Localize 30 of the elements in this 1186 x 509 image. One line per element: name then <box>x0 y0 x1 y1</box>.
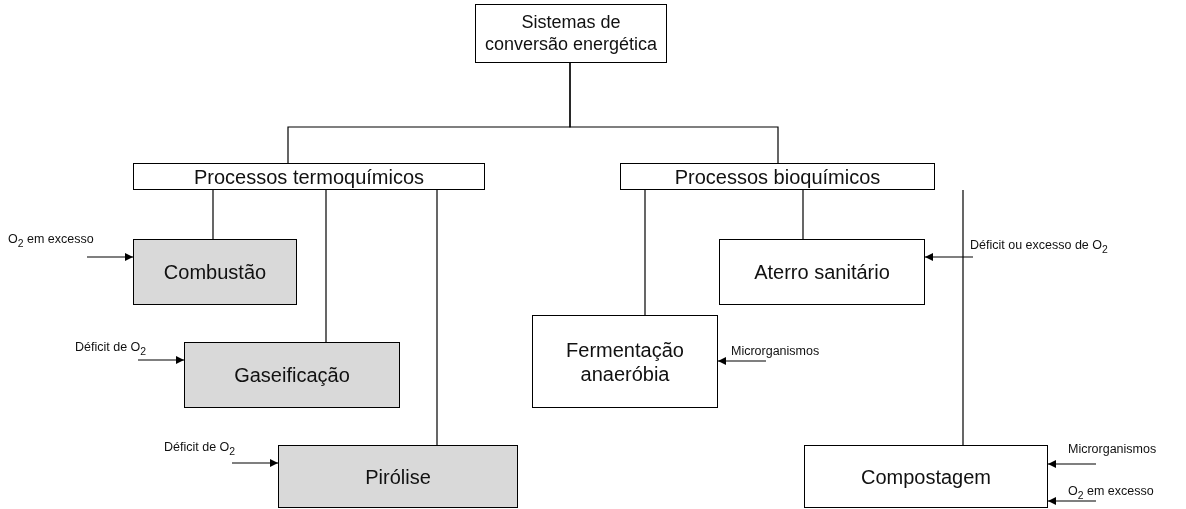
input-label: Microrganismos <box>1068 442 1157 457</box>
category-box: Processos termoquímicos <box>133 163 485 190</box>
input-label: Déficit de O$_{2}$ <box>164 440 236 458</box>
connector-line <box>569 62 779 164</box>
connector-line <box>962 189 964 446</box>
input-label: Déficit ou excesso de O$_{2}$ <box>970 238 1108 256</box>
arrow <box>137 356 185 364</box>
arrow <box>231 459 279 467</box>
input-label: Microrganismos <box>731 344 820 359</box>
connector-line <box>644 189 646 316</box>
arrow <box>1047 497 1097 505</box>
process-box: Gaseificação <box>184 342 400 408</box>
category-box: Processos bioquímicos <box>620 163 935 190</box>
connector-line <box>802 189 804 240</box>
input-label: O$_{2}$ em excesso <box>1068 484 1154 502</box>
connector-line <box>325 189 327 343</box>
input-label: Déficit de O$_{2}$ <box>75 340 147 358</box>
category-box: Fermentação anaeróbia <box>532 315 718 408</box>
arrow <box>717 357 767 365</box>
connector-line <box>212 189 214 240</box>
arrow <box>924 253 974 261</box>
category-box: Aterro sanitário <box>719 239 925 305</box>
category-box: Sistemas de conversão energética <box>475 4 667 63</box>
arrow <box>1047 460 1097 468</box>
category-box: Compostagem <box>804 445 1048 508</box>
arrow <box>86 253 134 261</box>
process-box: Pirólise <box>278 445 518 508</box>
input-label: O$_{2}$ em excesso <box>8 232 94 250</box>
process-box: Combustão <box>133 239 297 305</box>
connector-line <box>436 189 438 446</box>
